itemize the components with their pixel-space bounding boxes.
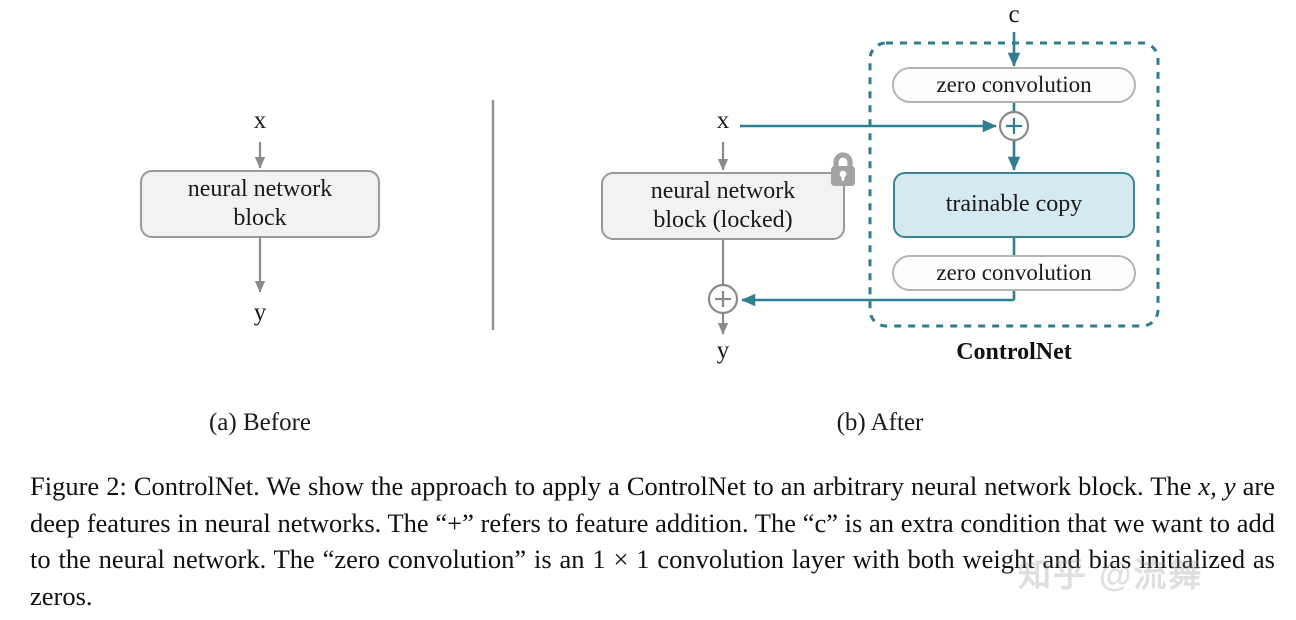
- controlnet-connectors: [740, 32, 1021, 307]
- after-locked-neural-network-block: neural network block (locked): [601, 172, 845, 240]
- zero-convolution-top: zero convolution: [892, 67, 1136, 103]
- before-neural-network-block: neural network block: [140, 170, 380, 238]
- after-locked-block-line2: block (locked): [653, 207, 793, 233]
- trainable-copy-label: trainable copy: [945, 191, 1083, 218]
- caption-text-part2: are deep features in neural networks. Th…: [30, 471, 1275, 611]
- controlnet-boundary: [868, 41, 1160, 328]
- before-output-label: y: [253, 299, 267, 326]
- before-subcaption: (a) Before: [208, 409, 311, 436]
- zero-convolution-top-label: zero convolution: [936, 71, 1092, 97]
- after-condition-label: c: [1008, 1, 1020, 28]
- trainable-copy-block: trainable copy: [893, 172, 1135, 238]
- after-locked-block-line1: neural network: [650, 177, 796, 204]
- caption-text-part1: Figure 2: ControlNet. We show the approa…: [30, 471, 1199, 501]
- diagram-connectors: [254, 32, 1160, 335]
- after-output-label: y: [716, 337, 730, 364]
- zero-convolution-bottom-label: zero convolution: [936, 259, 1092, 285]
- after-subcaption: (b) After: [836, 409, 924, 436]
- figure-caption: Figure 2: ControlNet. We show the approa…: [30, 468, 1275, 614]
- before-input-label: x: [253, 107, 267, 134]
- caption-math-variables: x, y: [1198, 471, 1236, 501]
- lock-icon: [826, 150, 860, 190]
- after-input-label: x: [716, 107, 730, 134]
- before-block-line2: block: [233, 205, 287, 231]
- controlnet-group-label: ControlNet: [956, 339, 1072, 365]
- add-node-top: [998, 110, 1030, 142]
- zero-convolution-bottom: zero convolution: [892, 255, 1136, 291]
- add-node-bottom: [707, 283, 739, 315]
- before-block-line1: neural network: [187, 175, 333, 202]
